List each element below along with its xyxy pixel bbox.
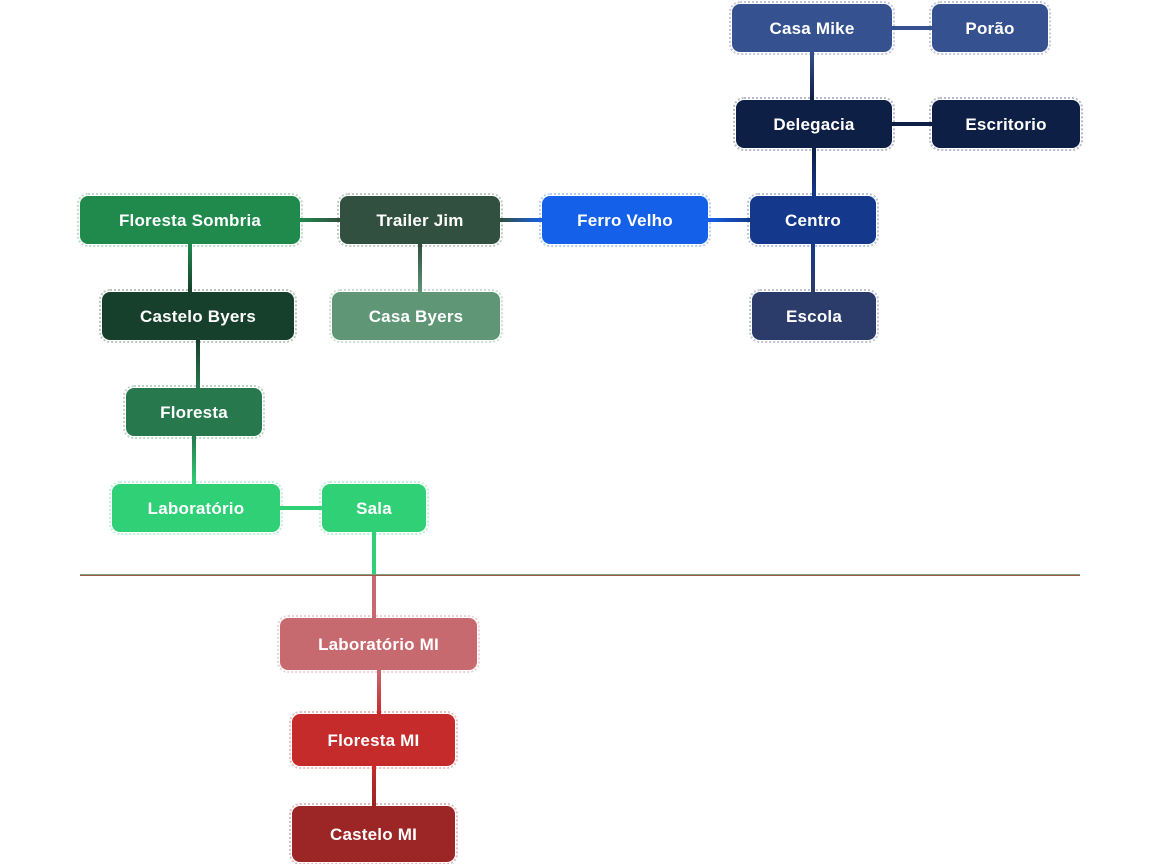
- node-ferro-velho[interactable]: Ferro Velho: [539, 193, 711, 247]
- node-castelo-byers[interactable]: Castelo Byers: [99, 289, 297, 343]
- node-label: Casa Mike: [769, 18, 855, 38]
- edge-floresta--laboratorio: [192, 436, 196, 484]
- node-label: Castelo Byers: [140, 306, 256, 326]
- node-label: Floresta Sombria: [118, 210, 262, 230]
- node-label: Delegacia: [773, 114, 855, 134]
- node-casa-mike[interactable]: Casa Mike: [729, 1, 895, 55]
- edge-casa-mike--delegacia: [810, 52, 814, 100]
- edge-castelo-byers--floresta: [196, 340, 200, 388]
- node-trailer-jim[interactable]: Trailer Jim: [337, 193, 503, 247]
- node-laboratorio-mi[interactable]: Laboratório MI: [277, 615, 480, 673]
- edge-trailer-jim--ferro-velho: [500, 218, 542, 222]
- node-floresta[interactable]: Floresta: [123, 385, 265, 439]
- edge-delegacia--centro: [812, 148, 816, 196]
- node-escola[interactable]: Escola: [749, 289, 879, 343]
- edge-laboratorio--sala: [280, 506, 322, 510]
- node-label: Centro: [785, 210, 841, 230]
- node-label: Escola: [785, 306, 842, 326]
- edge-laboratorio-mi--floresta-mi: [377, 670, 381, 714]
- node-label: Trailer Jim: [376, 210, 464, 230]
- node-centro[interactable]: Centro: [747, 193, 879, 247]
- edge-floresta-sombria--castelo-byers: [188, 244, 192, 292]
- node-casa-byers[interactable]: Casa Byers: [329, 289, 503, 343]
- node-castelo-mi[interactable]: Castelo MI: [289, 803, 458, 864]
- edge-ferro-velho--centro: [708, 218, 750, 222]
- node-label: Escritorio: [965, 114, 1047, 134]
- node-label: Laboratório MI: [318, 634, 439, 654]
- node-label: Porão: [965, 18, 1015, 38]
- world-divider-line: [80, 574, 1080, 576]
- node-label: Ferro Velho: [577, 210, 673, 230]
- node-label: Floresta: [160, 402, 228, 422]
- node-porao[interactable]: Porão: [929, 1, 1051, 55]
- edge-floresta-mi--castelo-mi: [372, 766, 376, 806]
- edge-delegacia--escritorio: [892, 122, 932, 126]
- node-label: Castelo MI: [329, 824, 418, 844]
- node-label: Casa Byers: [368, 306, 464, 326]
- node-floresta-sombria[interactable]: Floresta Sombria: [77, 193, 303, 247]
- edge-centro--escola: [811, 244, 815, 292]
- edge-floresta-sombria--trailer-jim: [300, 218, 340, 222]
- node-label: Floresta MI: [327, 730, 420, 750]
- node-escritorio[interactable]: Escritorio: [929, 97, 1083, 151]
- node-laboratorio[interactable]: Laboratório: [109, 481, 283, 535]
- node-label: Laboratório: [147, 498, 245, 518]
- edge-casa-mike--porao: [892, 26, 932, 30]
- node-label: Sala: [356, 498, 392, 518]
- node-delegacia[interactable]: Delegacia: [733, 97, 895, 151]
- node-sala[interactable]: Sala: [319, 481, 429, 535]
- node-floresta-mi[interactable]: Floresta MI: [289, 711, 458, 769]
- edge-trailer-jim--casa-byers: [418, 244, 422, 292]
